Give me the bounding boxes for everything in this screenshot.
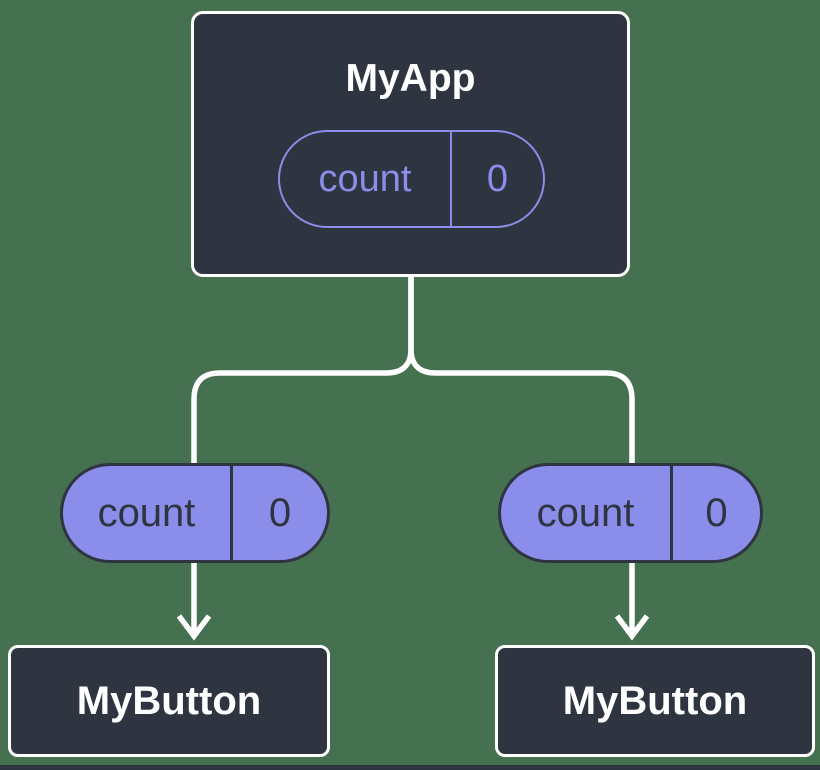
prop-pill-left-value: 0 — [268, 490, 292, 535]
tree-branch-right — [408, 277, 635, 464]
tree-branch-left — [191, 277, 414, 464]
prop-pill-right: count 0 — [498, 463, 763, 563]
state-pill-label: count — [280, 132, 452, 226]
mybutton-card-left: MyButton — [8, 645, 330, 757]
bottom-strip — [0, 765, 820, 770]
prop-pill-right-value: 0 — [705, 490, 728, 535]
state-pill: count 0 — [278, 130, 545, 228]
arrow-down-icon-right — [614, 614, 650, 641]
myapp-card: MyApp count 0 — [191, 11, 630, 277]
mybutton-title-right: MyButton — [562, 678, 748, 723]
mybutton-card-right: MyButton — [495, 645, 815, 757]
state-pill-value: 0 — [486, 157, 509, 200]
arrow-down-icon-left — [176, 614, 212, 641]
mybutton-title-left: MyButton — [76, 678, 262, 723]
prop-pill-left: count 0 — [60, 463, 330, 563]
prop-pill-left-label: count — [63, 466, 233, 560]
myapp-title: MyApp — [345, 57, 476, 100]
prop-pill-right-label: count — [501, 466, 673, 560]
